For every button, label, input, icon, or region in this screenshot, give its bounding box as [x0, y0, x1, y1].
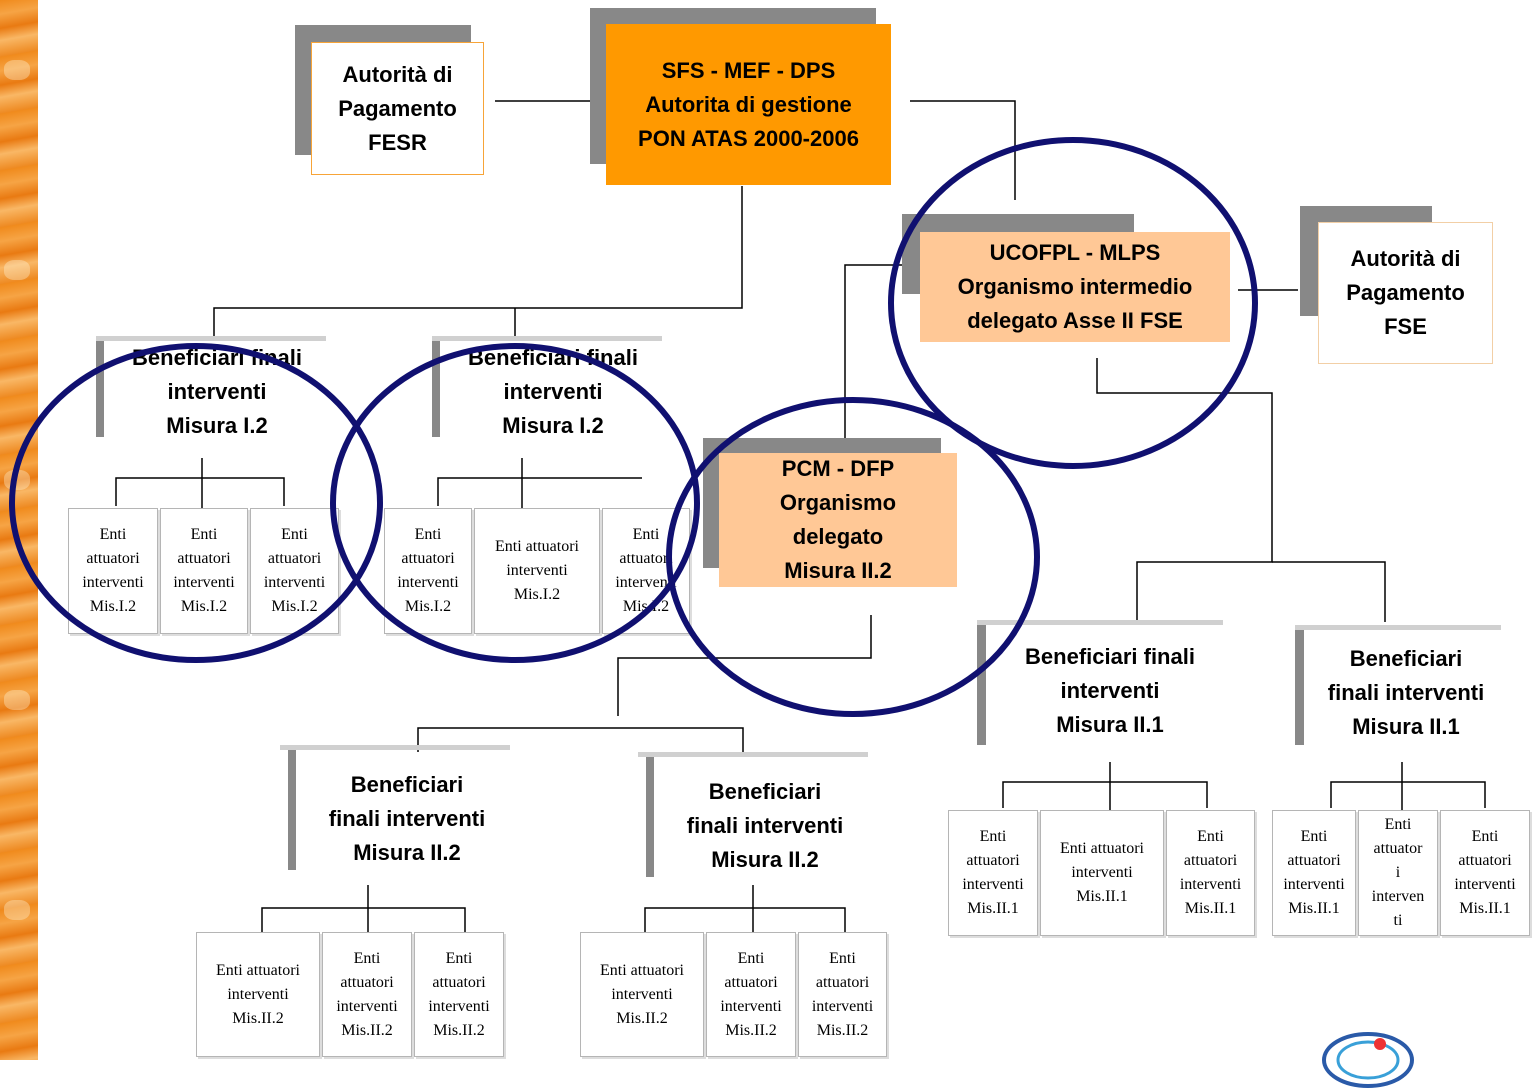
enti-box: Enti attuatori interventi Mis.I.2: [602, 508, 690, 634]
enti-box: Enti attuatori interventi Mis.I.2: [474, 508, 600, 634]
box-shadow: [977, 625, 986, 745]
enti-box: Enti attuatori interventi Mis.II.1: [1166, 810, 1255, 936]
enti-box: Enti attuatori interventi Mis.I.2: [68, 508, 158, 634]
box-shadow: [638, 752, 868, 757]
enti-box: Enti attuator i interven ti: [1358, 810, 1438, 936]
authority-fesr-box: Autorità di Pagamento FESR: [311, 42, 484, 175]
box-shadow: [1295, 630, 1304, 745]
box-shadow: [280, 745, 510, 750]
beneficiari-box: Beneficiari finali interventi Misura II.…: [686, 779, 844, 872]
enti-box: Enti attuatori interventi Mis.II.2: [580, 932, 704, 1057]
box-shadow: [1295, 625, 1501, 630]
box-shadow: [432, 341, 440, 437]
highlight-circles: [9, 137, 1258, 717]
box-shadow: [977, 620, 1223, 625]
enti-box: Enti attuatori interventi Mis.II.2: [414, 932, 504, 1057]
enti-box: Enti attuatori interventi Mis.I.2: [384, 508, 472, 634]
box-shadow: [96, 336, 326, 341]
highlight-circle: [666, 397, 1040, 717]
enti-box: Enti attuatori interventi Mis.II.2: [706, 932, 796, 1057]
highlight-circle: [888, 137, 1258, 469]
beneficiari-box: Beneficiari finali interventi Misura II.…: [1025, 644, 1195, 737]
enti-box: Enti attuatori interventi Mis.II.1: [1440, 810, 1530, 936]
enti-box: Enti attuatori interventi Mis.II.2: [798, 932, 887, 1057]
box-shadow: [646, 757, 654, 877]
box-shadow: [288, 750, 296, 870]
connector-lines: [115, 100, 1486, 933]
pcm-box: PCM - DFP Organismo delegato Misura II.2: [719, 453, 957, 587]
highlight-circle: [9, 343, 383, 663]
enti-box: Enti attuatori interventi Mis.II.1: [1272, 810, 1356, 936]
beneficiari-box: Beneficiari finali interventi Misura I.2: [132, 345, 302, 438]
highlight-circle: [330, 343, 700, 663]
beneficiari-box: Beneficiari finali interventi Misura II.…: [328, 772, 486, 865]
enti-box: Enti attuatori interventi Mis.II.1: [948, 810, 1038, 936]
beneficiari-box: Beneficiari finali interventi Misura II.…: [1327, 646, 1485, 739]
logo-icon: [1322, 1032, 1414, 1088]
decorative-side-strip: [0, 0, 38, 1060]
enti-box: Enti attuatori interventi Mis.I.2: [250, 508, 339, 634]
authority-fse-box: Autorità di Pagamento FSE: [1318, 222, 1493, 364]
box-shadow: [96, 341, 104, 437]
beneficiari-box: Beneficiari finali interventi Misura I.2: [468, 345, 638, 438]
enti-box: Enti attuatori interventi Mis.II.1: [1040, 810, 1164, 936]
strip-texture: [4, 260, 30, 280]
strip-texture: [4, 60, 30, 80]
enti-box: Enti attuatori interventi Mis.I.2: [160, 508, 248, 634]
enti-box: Enti attuatori interventi Mis.II.2: [196, 932, 320, 1057]
enti-box: Enti attuatori interventi Mis.II.2: [322, 932, 412, 1057]
box-shadow: [432, 336, 662, 341]
managing-authority-box: SFS - MEF - DPS Autorita di gestione PON…: [606, 24, 891, 185]
ucofpl-box: UCOFPL - MLPS Organismo intermedio deleg…: [920, 232, 1230, 342]
strip-texture: [4, 690, 30, 710]
strip-texture: [4, 900, 30, 920]
